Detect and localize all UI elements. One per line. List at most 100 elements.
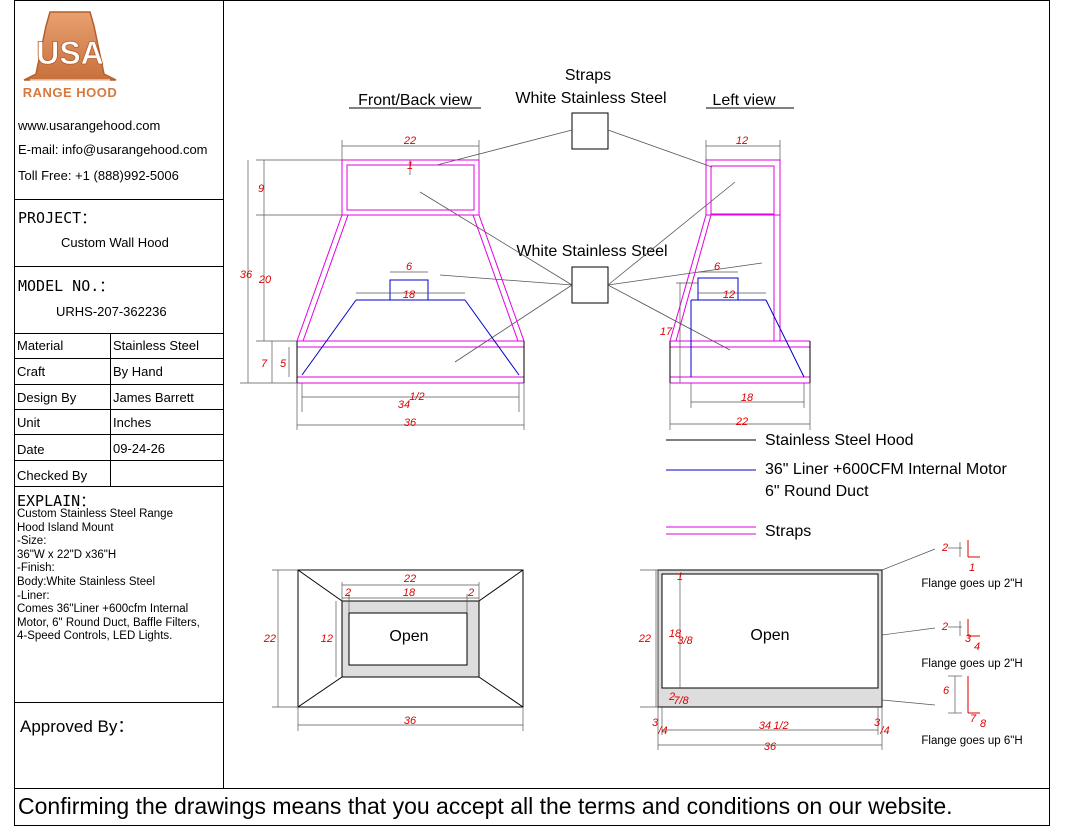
- divider: [14, 266, 224, 267]
- legend-label: Stainless Steel Hood: [765, 432, 914, 449]
- spec-value: Stainless Steel: [113, 338, 199, 353]
- spec-value: By Hand: [113, 364, 163, 379]
- divider: [14, 702, 224, 703]
- dim-label: 18: [403, 289, 416, 301]
- flange-note: Flange goes up 2"H: [921, 658, 1022, 670]
- spec-label: Design By: [17, 390, 77, 405]
- flange-note: Flange goes up 6"H: [921, 735, 1022, 747]
- email-link[interactable]: E-mail: info@usarangehood.com: [18, 142, 208, 157]
- dim-label: 20: [258, 274, 272, 286]
- dim-label: 2: [941, 542, 948, 554]
- spec-label: Checked By: [17, 468, 88, 483]
- legend-label: 6" Round Duct: [765, 483, 869, 500]
- dim-label: 34: [759, 720, 771, 732]
- dim-label: /4: [657, 725, 667, 737]
- usa-range-hood-logo: USA RANGE HOOD: [23, 11, 118, 100]
- explain-line: -Finish:: [17, 562, 55, 575]
- dim-label: 5: [280, 358, 287, 370]
- divider: [14, 358, 224, 359]
- spec-column-divider: [110, 333, 111, 486]
- plan-view-island: Open 22 18 2 2 22 12 36: [263, 569, 524, 731]
- open-label: Open: [389, 628, 428, 645]
- front-view: 22 1 9 36 20 6 18 7 5 34 1/2 36: [240, 135, 525, 430]
- dim-label: 34: [398, 399, 410, 411]
- dim-label: 22: [735, 416, 748, 428]
- dim-label: 4: [974, 641, 980, 653]
- dim-label: 12: [321, 633, 333, 645]
- left-view-title: Left view: [712, 92, 776, 109]
- divider: [14, 333, 224, 334]
- explain-line: Comes 36"Liner +600cfm Internal: [17, 603, 189, 616]
- spec-value: 09-24-26: [113, 441, 166, 456]
- spec-label: Unit: [17, 415, 41, 430]
- dim-label: 2: [941, 621, 948, 633]
- dim-label: 2: [467, 587, 474, 599]
- spec-value: James Barrett: [113, 390, 194, 405]
- explain-text: Custom Stainless Steel Range Hood Island…: [17, 508, 222, 644]
- dim-label: 36: [404, 417, 417, 429]
- dim-label: 7: [261, 358, 268, 370]
- legend: Stainless Steel Hood 36" Liner +600CFM I…: [666, 432, 1007, 540]
- dim-label: 6: [406, 261, 413, 273]
- straps-label: Straps: [565, 67, 611, 84]
- divider: [14, 486, 224, 487]
- divider: [14, 460, 224, 461]
- flange-note: Flange goes up 2"H: [921, 578, 1022, 590]
- dim-label: /4: [879, 725, 889, 737]
- model-value: URHS-207-362236: [56, 304, 167, 319]
- body-finish-swatch: [571, 266, 609, 304]
- dim-label: 2: [344, 587, 351, 599]
- technical-drawing: Front/Back view Left view Straps White S…: [240, 67, 1023, 753]
- explain-line: -Liner:: [17, 589, 50, 602]
- dim-label: 9: [258, 183, 264, 195]
- dim-label: 6: [714, 261, 721, 273]
- dim-label: 3: [874, 717, 881, 729]
- logo-wordmark: USA: [36, 35, 104, 71]
- explain-line: -Size:: [17, 535, 47, 548]
- dim-label: 3: [652, 717, 659, 729]
- dim-label: 17: [660, 326, 673, 338]
- dim-label: 18: [403, 587, 416, 599]
- front-view-title: Front/Back view: [358, 92, 472, 109]
- body-finish-label: White Stainless Steel: [516, 243, 667, 260]
- dim-label: 22: [403, 573, 416, 585]
- explain-line: 4-Speed Controls, LED Lights.: [17, 630, 173, 643]
- explain-label: EXPLAIN：: [17, 492, 96, 510]
- dim-label: 36: [764, 741, 777, 753]
- logo-subtitle: RANGE HOOD: [23, 85, 118, 100]
- straps-finish-label: White Stainless Steel: [515, 90, 666, 107]
- spec-value: Inches: [113, 415, 152, 430]
- dim-label: 22: [263, 633, 276, 645]
- divider: [14, 409, 224, 410]
- flange-details: 2 1 Flange goes up 2"H 2 3 4 Flange goes…: [921, 540, 1023, 747]
- terms-notice: Confirming the drawings means that you a…: [18, 793, 953, 819]
- dim-label: 36: [240, 269, 253, 281]
- explain-line: Custom Stainless Steel Range: [17, 508, 173, 520]
- left-view: 12 6 12 17 18 22: [660, 135, 811, 430]
- dim-label: 6: [943, 685, 950, 697]
- divider: [14, 434, 224, 435]
- open-label: Open: [750, 627, 789, 644]
- spec-label: Craft: [17, 364, 46, 379]
- spec-label: Date: [17, 442, 45, 457]
- dim-label: 36: [404, 715, 417, 727]
- strap-finish-swatch: [571, 112, 609, 150]
- dim-label: 12: [736, 135, 748, 147]
- explain-line: Motor, 6" Round Duct, Baffle Filters,: [17, 616, 200, 629]
- terms-footer: Confirming the drawings means that you a…: [14, 788, 1050, 826]
- model-label: MODEL NO.：: [18, 277, 115, 295]
- drawing-frame: [14, 0, 1050, 826]
- plan-view-flanges: Open 1 22 18 3/8 2 7/8: [638, 548, 936, 753]
- dim-label: 22: [638, 633, 651, 645]
- dim-label: 7: [970, 713, 977, 725]
- divider: [14, 199, 224, 200]
- dim-label: 18: [741, 392, 754, 404]
- legend-label: 36" Liner +600CFM Internal Motor: [765, 461, 1007, 478]
- leader-lines: [419, 129, 763, 363]
- website-link[interactable]: www.usarangehood.com: [18, 118, 161, 133]
- dim-label: 18: [669, 628, 682, 640]
- project-label: PROJECT：: [18, 209, 97, 227]
- title-block: [14, 0, 224, 788]
- divider: [14, 384, 224, 385]
- dim-label: 1: [677, 571, 683, 583]
